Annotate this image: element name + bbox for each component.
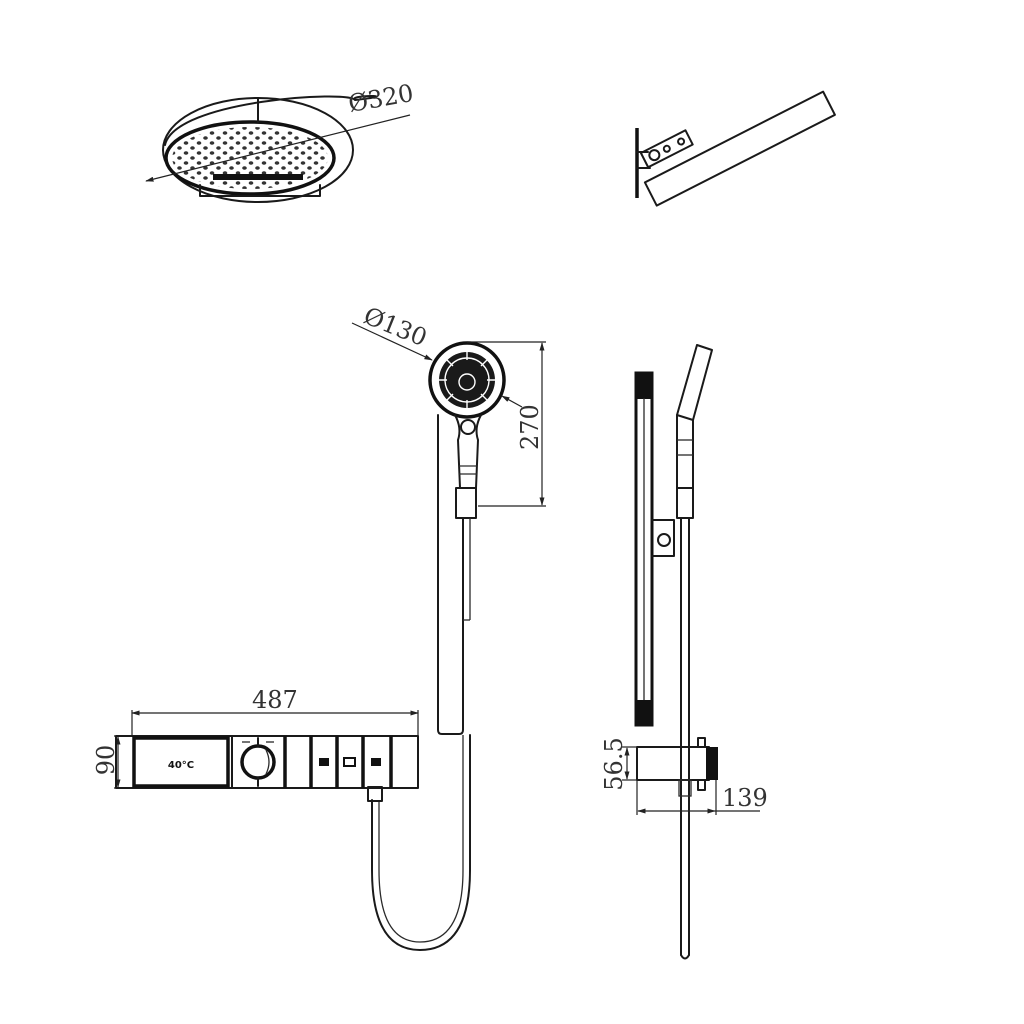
temperature-display <box>132 736 230 788</box>
thermostatic-control-panel: 487 90 40°C <box>92 686 419 789</box>
shower-head-body <box>643 90 836 207</box>
panel-body <box>115 735 419 789</box>
hand-shower-head <box>428 341 506 419</box>
overhead-shower-perspective-view: Ø320 <box>145 79 416 203</box>
overhead-shower-side-view <box>635 90 836 207</box>
hand-shower-height-label: 270 <box>516 404 544 450</box>
slide-bar-side-view: 56.5 139 <box>600 344 768 960</box>
hand-shower-front-view: Ø130 270 <box>351 302 546 735</box>
panel-width-label: 487 <box>252 686 298 714</box>
shower-face-outline <box>164 120 336 196</box>
mount-bracket <box>639 129 694 169</box>
outlet-height-label: 56.5 <box>600 737 628 790</box>
temperature-knob <box>240 737 276 787</box>
hand-shower-holder <box>455 487 477 519</box>
nozzle-pattern <box>172 127 328 189</box>
diameter-dimension-line <box>145 114 411 182</box>
outlet-button-3-icon <box>371 758 381 766</box>
overhead-diameter-label: Ø320 <box>346 79 415 118</box>
wall-outlet-elbow <box>636 746 710 781</box>
hand-shower-diameter-label: Ø130 <box>360 302 431 352</box>
outlet-button-1-icon <box>319 758 329 766</box>
slide-rail <box>437 414 464 735</box>
outlet-button-2-icon <box>343 757 356 767</box>
outlet-depth-label: 139 <box>722 784 768 812</box>
display-temperature-text: 40°C <box>168 760 194 771</box>
